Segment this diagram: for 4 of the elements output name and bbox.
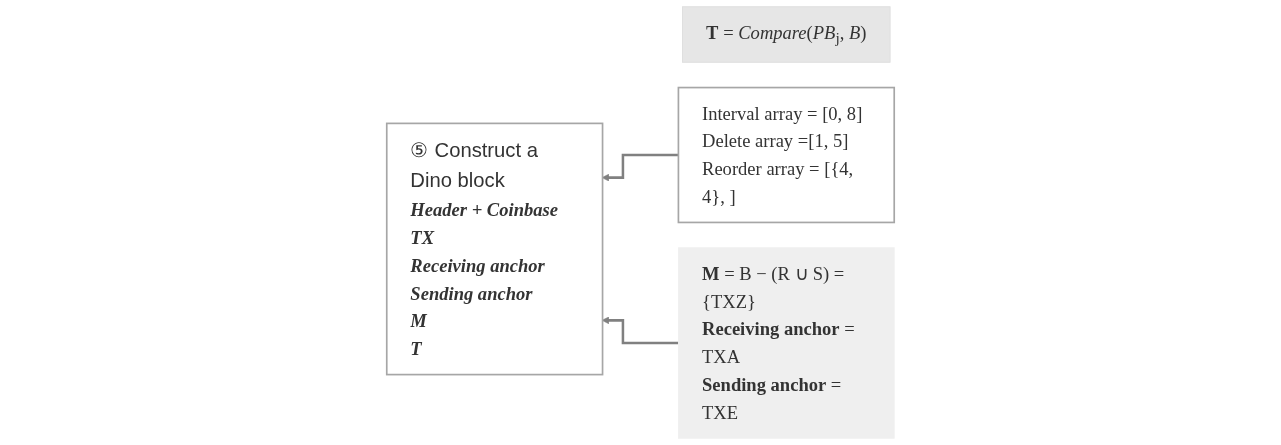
node-box: M = B − (R ∪ S) = {TXZ} Receiving anchor = TXA Sending anchor = TXE [678, 247, 895, 439]
node-box: ⑤ Construct a Dino block Header + Coinbase TX Receiving anchor Sending anchor M T [385, 122, 604, 376]
node-box: Interval array = [0, 8] Delete array =[1, 5] Reorder array = [{4, 4}, ] [677, 86, 896, 224]
node-box: T = Compare(PB$_{j}$, B) [682, 6, 891, 63]
